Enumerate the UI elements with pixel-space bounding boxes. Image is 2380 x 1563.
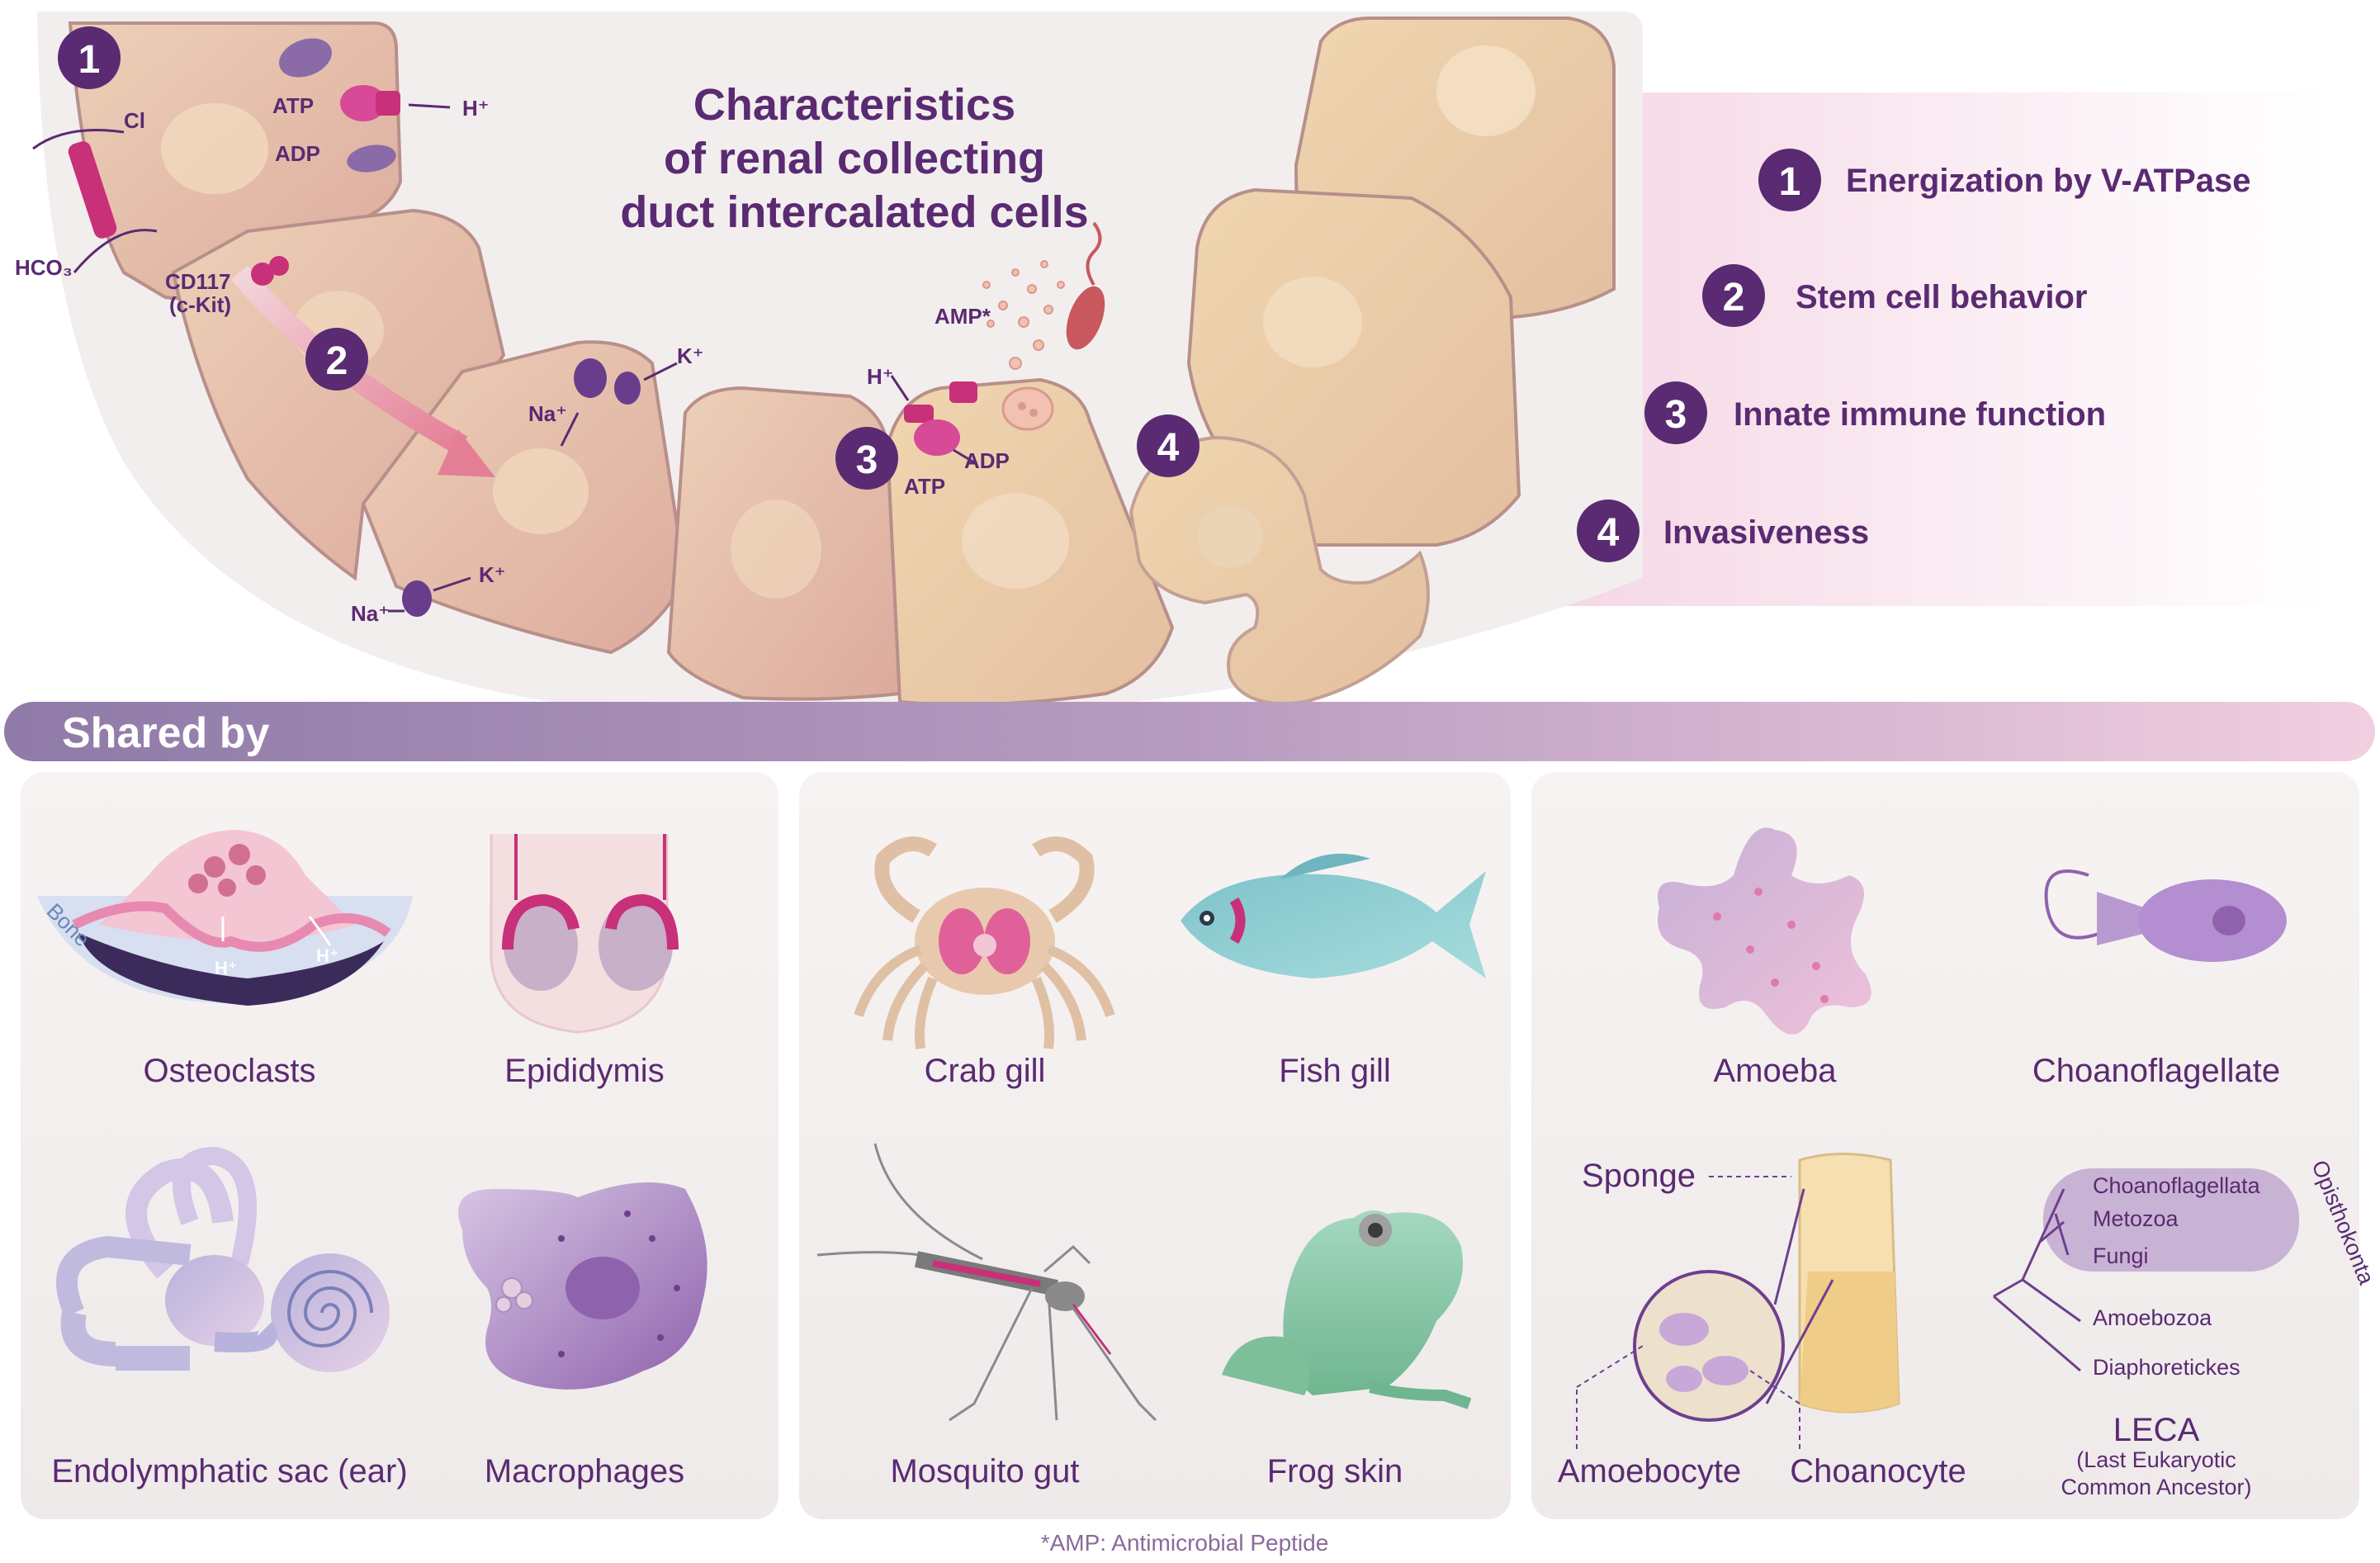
label-frog-skin: Frog skin bbox=[1267, 1453, 1403, 1490]
title-line-2: of renal collecting bbox=[664, 134, 1045, 183]
v-atpase-pump-1 bbox=[340, 85, 400, 121]
taxon-amoebozoa: Amoebozoa bbox=[2093, 1305, 2212, 1330]
svg-text:Energization by V-ATPase: Energization by V-ATPase bbox=[1846, 163, 2251, 199]
sponge-illustration bbox=[1576, 1153, 1900, 1449]
cell-3 bbox=[361, 340, 688, 655]
taxon-choanoflagellata: Choanoflagellata bbox=[2093, 1173, 2261, 1198]
label-crab-gill: Crab gill bbox=[925, 1053, 1046, 1089]
svg-text:2: 2 bbox=[326, 339, 348, 383]
na-k-pump-1 bbox=[560, 358, 678, 447]
label-ckit: (c-Kit) bbox=[169, 292, 231, 317]
svg-text:3: 3 bbox=[1665, 393, 1687, 437]
mitochondria bbox=[279, 38, 396, 173]
crab-illustration bbox=[854, 836, 1115, 1049]
svg-text:Stem cell behavior: Stem cell behavior bbox=[1796, 279, 2087, 315]
label-k-1: K⁺ bbox=[677, 343, 704, 368]
legend-item-1: 1 Energization by V-ATPase bbox=[1758, 149, 2251, 211]
inner-ear-illustration bbox=[56, 1146, 390, 1372]
cl-arrow bbox=[32, 129, 125, 150]
svg-text:2: 2 bbox=[1723, 276, 1745, 320]
label-leca-sub-2: Common Ancestor) bbox=[2061, 1475, 2251, 1499]
svg-text:H⁺: H⁺ bbox=[215, 958, 238, 978]
label-mosquito-gut: Mosquito gut bbox=[890, 1453, 1079, 1490]
fish-illustration bbox=[1181, 853, 1486, 978]
svg-text:4: 4 bbox=[1597, 511, 1620, 555]
osteoclast-illustration: H⁺ H⁺ Bone bbox=[37, 830, 413, 1006]
label-fish-gill: Fish gill bbox=[1279, 1053, 1391, 1089]
badge-cell-3: 3 bbox=[835, 427, 898, 490]
label-choanoflagellate: Choanoflagellate bbox=[2032, 1053, 2280, 1089]
h-arrow-1 bbox=[408, 103, 451, 109]
choanoflagellate-illustration bbox=[2044, 869, 2287, 962]
na-k-pump-2 bbox=[388, 576, 471, 617]
shared-by-label: Shared by bbox=[62, 709, 269, 757]
label-osteoclasts: Osteoclasts bbox=[144, 1053, 316, 1089]
label-endolymphatic: Endolymphatic sac (ear) bbox=[51, 1453, 407, 1490]
label-adp-1: ADP bbox=[275, 141, 320, 166]
badge-cell-2: 2 bbox=[305, 328, 368, 391]
cell-5 bbox=[885, 377, 1175, 707]
label-choanocyte: Choanocyte bbox=[1790, 1453, 1966, 1490]
label-sponge: Sponge bbox=[1582, 1158, 1696, 1194]
label-epididymis: Epididymis bbox=[504, 1053, 664, 1089]
v-atpase-pump-3 bbox=[890, 375, 977, 464]
label-h-3: H⁺ bbox=[867, 364, 894, 389]
cell-8-invasive bbox=[1128, 435, 1430, 705]
label-atp-3: ATP bbox=[904, 474, 945, 499]
label-amoebocyte: Amoebocyte bbox=[1558, 1453, 1741, 1490]
svg-text:4: 4 bbox=[1157, 426, 1180, 470]
amoeba-illustration bbox=[1658, 827, 1871, 1035]
taxon-metozoa: Metozoa bbox=[2093, 1206, 2179, 1231]
footnote: *AMP: Antimicrobial Peptide bbox=[1041, 1530, 1329, 1556]
label-adp-3: ADP bbox=[964, 448, 1010, 473]
apical-exchanger bbox=[68, 141, 117, 239]
label-leca: LECA bbox=[2113, 1412, 2200, 1448]
label-k-2: K⁺ bbox=[479, 562, 506, 587]
svg-text:1: 1 bbox=[1779, 160, 1801, 204]
taxon-diaphoretickes: Diaphoretickes bbox=[2093, 1355, 2240, 1380]
label-cl: Cl bbox=[124, 108, 145, 133]
label-macrophages: Macrophages bbox=[485, 1453, 684, 1490]
badge-cell-4: 4 bbox=[1137, 414, 1199, 477]
label-leca-sub-1: (Last Eukaryotic bbox=[2076, 1447, 2236, 1472]
stem-cell-arrowhead bbox=[438, 429, 495, 477]
label-na-1: Na⁺ bbox=[528, 401, 567, 426]
taxon-fungi: Fungi bbox=[2093, 1243, 2149, 1268]
svg-text:H⁺: H⁺ bbox=[316, 945, 339, 966]
legend-item-4: 4 Invasiveness bbox=[1577, 500, 1869, 562]
label-amp: AMP* bbox=[934, 304, 991, 329]
label-na-2: Na⁺ bbox=[351, 601, 390, 626]
amp-vesicles bbox=[982, 260, 1065, 431]
legend-item-2: 2 Stem cell behavior bbox=[1702, 264, 2087, 327]
svg-text:1: 1 bbox=[78, 38, 101, 82]
ckit-receptor bbox=[251, 256, 289, 286]
label-amoeba: Amoeba bbox=[1714, 1053, 1838, 1089]
panel-animals bbox=[799, 772, 1511, 1519]
svg-text:3: 3 bbox=[856, 438, 878, 482]
shared-by-bar bbox=[4, 702, 2375, 761]
phylogenetic-tree bbox=[1993, 1168, 2299, 1372]
label-hco3: HCO₃ bbox=[15, 255, 73, 280]
opisthokonta-clade-bubble bbox=[2043, 1168, 2299, 1272]
legend-item-3: 3 Innate immune function bbox=[1644, 381, 2106, 444]
hco3-arrow bbox=[73, 229, 158, 273]
badge-cell-1: 1 bbox=[58, 26, 121, 89]
label-cd117: CD117 bbox=[165, 269, 231, 294]
macrophage-illustration bbox=[458, 1182, 707, 1390]
frog-illustration bbox=[1222, 1210, 1472, 1409]
mosquito-illustration bbox=[816, 1143, 1157, 1422]
svg-text:Innate immune function: Innate immune function bbox=[1734, 396, 2106, 433]
bacterium bbox=[1066, 221, 1105, 350]
title-line-1: Characteristics bbox=[693, 80, 1015, 130]
title-line-3: duct intercalated cells bbox=[620, 187, 1088, 237]
label-atp-1: ATP bbox=[272, 93, 314, 118]
svg-text:Invasiveness: Invasiveness bbox=[1663, 514, 1869, 551]
epididymis-illustration bbox=[490, 834, 679, 1034]
label-h-1: H⁺ bbox=[462, 96, 490, 121]
